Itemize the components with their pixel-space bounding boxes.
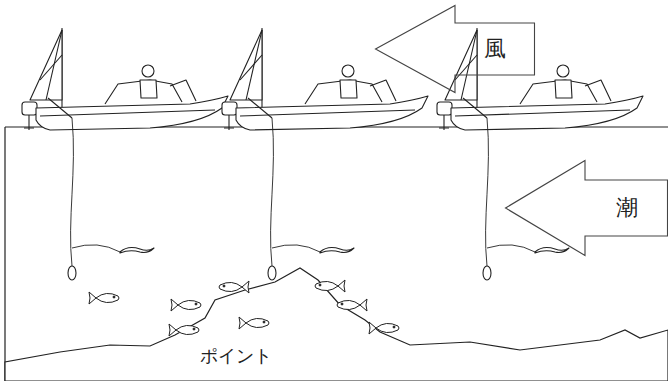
fish: [169, 324, 199, 336]
fish: [219, 281, 249, 293]
fish: [89, 292, 119, 304]
fish: [171, 299, 201, 311]
boat-middle: [222, 28, 428, 280]
fish: [239, 317, 269, 329]
point-label: ポイント: [200, 346, 272, 366]
fish: [337, 299, 367, 311]
arrow-outline: [375, 5, 535, 93]
water-frame: [5, 127, 668, 381]
fish: [315, 280, 345, 292]
seabed: [5, 268, 668, 381]
arrow-label: 風: [484, 37, 506, 61]
arrow-sign: 風: [375, 5, 535, 93]
boat-right: [437, 28, 643, 280]
arrow-label: 潮: [616, 196, 638, 220]
arrow-path: [376, 6, 535, 93]
fish: [369, 322, 399, 334]
boat-left: [22, 28, 228, 280]
arrow-path: [506, 161, 668, 256]
arrow-outline: [505, 160, 668, 256]
arrow-sign: 潮: [505, 160, 668, 256]
